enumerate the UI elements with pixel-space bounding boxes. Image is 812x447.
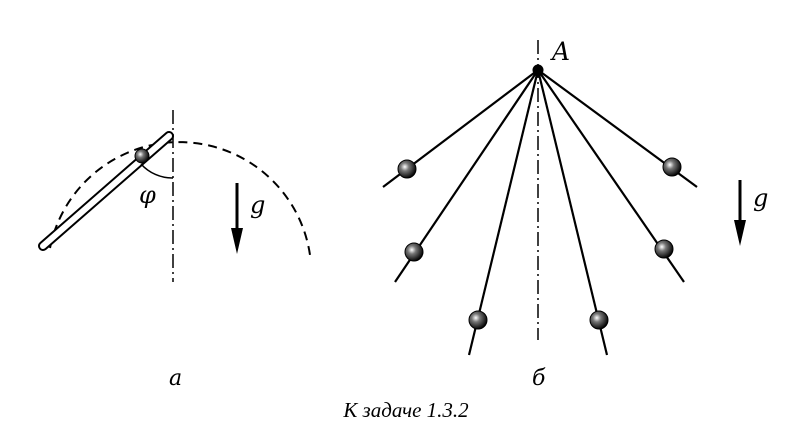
ball bbox=[654, 239, 674, 259]
point-a-label: A bbox=[550, 37, 570, 66]
g-label-a: g bbox=[250, 191, 265, 219]
panel-a: φ g а bbox=[38, 110, 311, 391]
figure: φ g а A g б bbox=[38, 37, 768, 391]
subfigure-label-b: б bbox=[532, 366, 546, 391]
angle-arc bbox=[140, 163, 174, 179]
subfigure-label-a: а bbox=[169, 366, 182, 391]
g-label-b: g bbox=[753, 184, 768, 212]
ball bbox=[662, 157, 682, 177]
bead bbox=[134, 148, 150, 164]
rod bbox=[467, 69, 540, 356]
gravity-arrow-head bbox=[734, 220, 746, 246]
figure-caption: К задаче 1.3.2 bbox=[343, 398, 469, 422]
pivot-point bbox=[532, 64, 544, 76]
ball bbox=[397, 159, 417, 179]
phi-label: φ bbox=[139, 181, 156, 209]
gravity-arrow-head bbox=[231, 228, 243, 254]
dashed-arc bbox=[49, 141, 311, 256]
ball bbox=[468, 310, 488, 330]
panel-b: A g б bbox=[382, 37, 768, 391]
ball bbox=[589, 310, 609, 330]
ball bbox=[404, 242, 424, 262]
rod bbox=[536, 69, 609, 356]
